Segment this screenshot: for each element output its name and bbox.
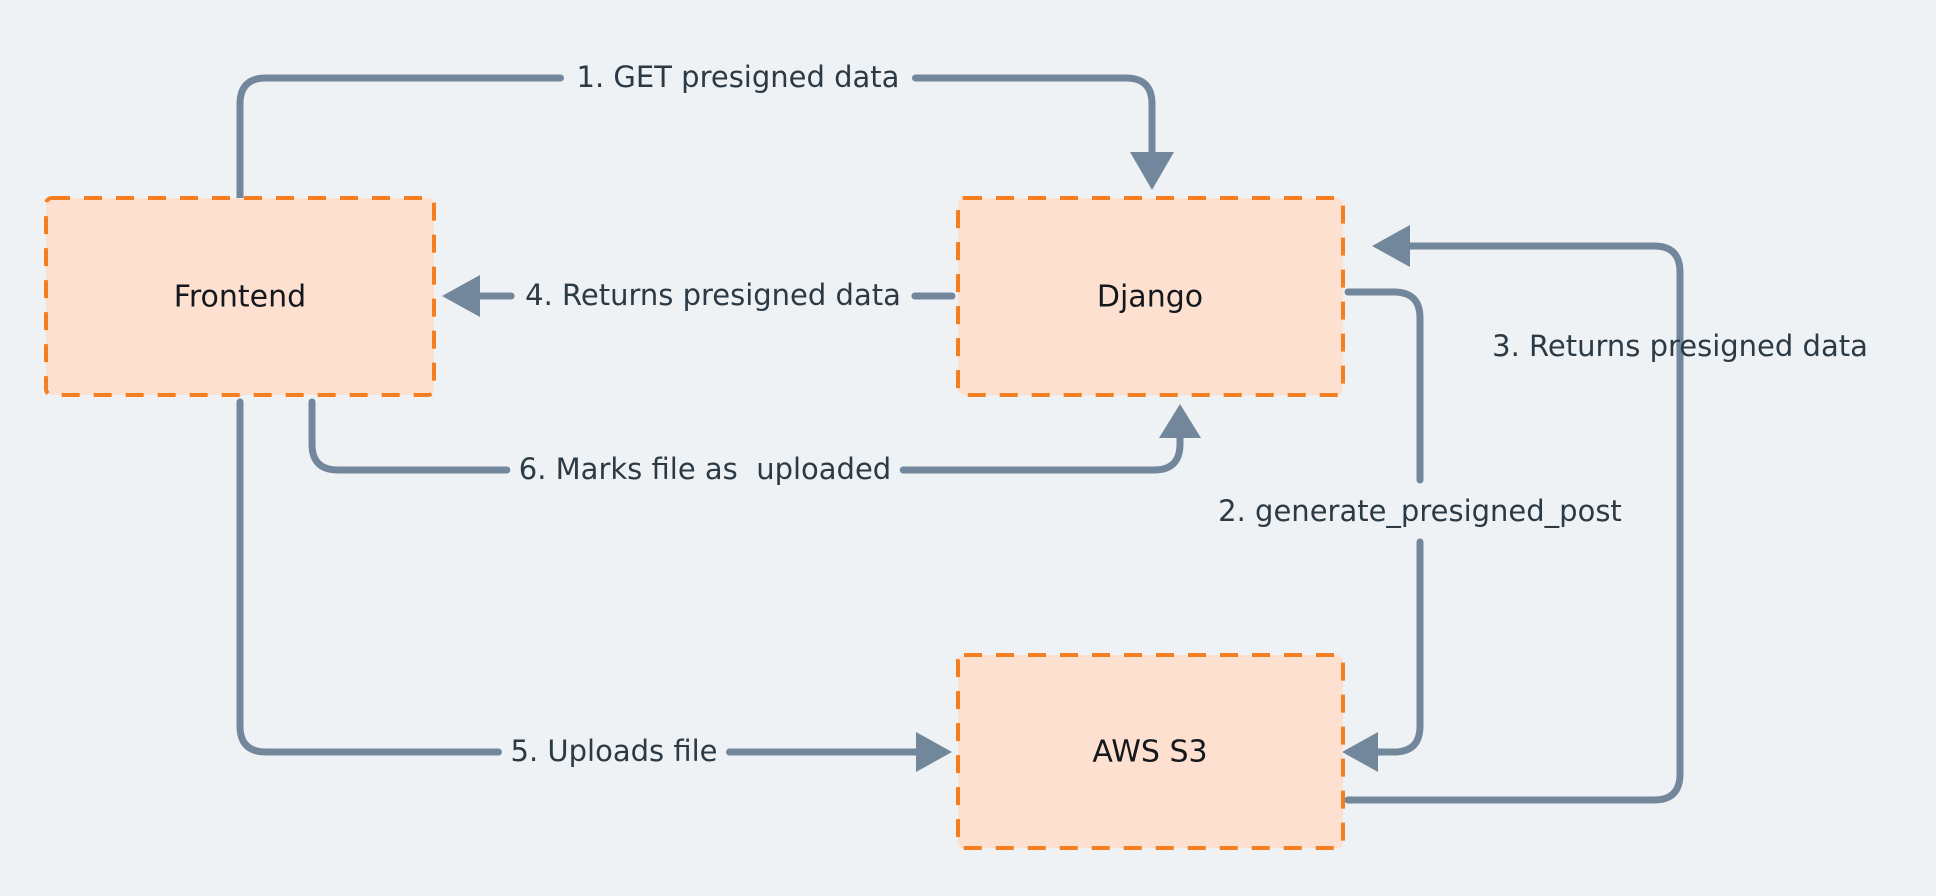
edge-4-arrowhead <box>442 275 480 317</box>
node-aws-s3-box[interactable] <box>956 653 1345 850</box>
edge-2-path-bottom <box>1366 538 1424 756</box>
edge-1-label: 1. GET presigned data <box>577 60 900 94</box>
edge-2-path-top <box>1344 288 1424 484</box>
edge-5-label: 5. Uploads file <box>511 734 718 768</box>
edge-5-path-left <box>236 398 502 756</box>
node-django-label: Django <box>1097 280 1203 315</box>
node-django[interactable]: Django <box>956 196 1345 397</box>
edge-6-path-left <box>308 398 511 474</box>
edge-2-label: 2. generate_presigned_post <box>1218 494 1622 528</box>
edge-6-label: 6. Marks file as uploaded <box>519 452 891 486</box>
node-django-box[interactable] <box>956 196 1345 397</box>
edge-6-arrowhead <box>1159 404 1201 438</box>
edge-1-arrowhead <box>1130 152 1174 190</box>
node-frontend-label: Frontend <box>174 280 306 315</box>
node-frontend-box[interactable] <box>44 196 436 397</box>
edge-3-label: 3. Returns presigned data <box>1492 329 1868 363</box>
edge-2-arrowhead <box>1342 732 1378 772</box>
edge-1-path-left <box>236 74 564 396</box>
edge-3-path-bottom <box>1344 311 1684 804</box>
edge-1-path-right <box>912 74 1156 160</box>
node-frontend[interactable]: Frontend <box>44 196 436 397</box>
node-aws-s3[interactable]: AWS S3 <box>956 653 1345 850</box>
edge-5-arrowhead <box>916 732 952 772</box>
edge-4-label: 4. Returns presigned data <box>525 278 901 312</box>
edge-6-path-right <box>899 418 1184 474</box>
edge-3-arrowhead <box>1372 225 1410 267</box>
edge-3-path-top <box>1400 242 1684 381</box>
node-aws-s3-label: AWS S3 <box>1092 735 1207 770</box>
